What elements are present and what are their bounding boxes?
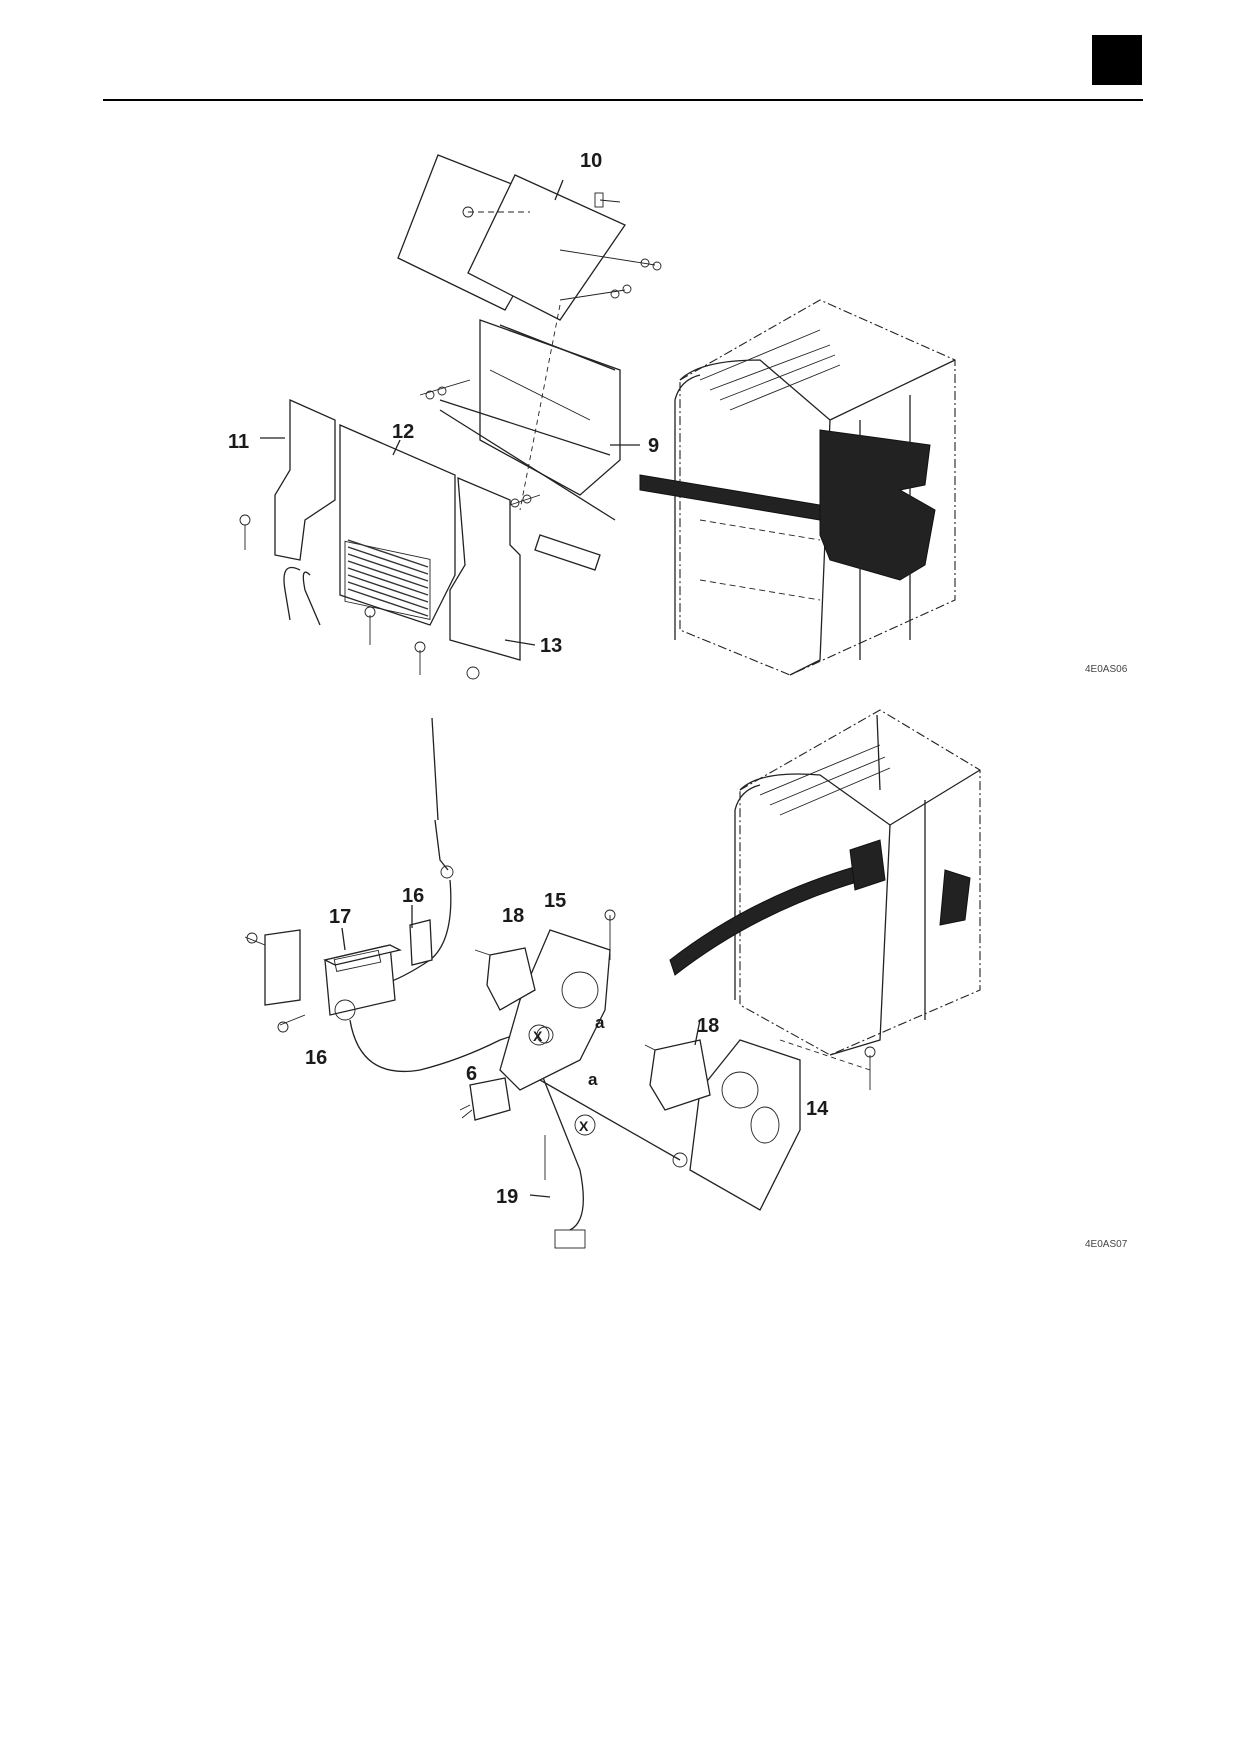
x-marker-circle-2 — [574, 1114, 596, 1136]
cover-plates-part-10 — [397, 154, 662, 321]
label-17: 17 — [329, 906, 351, 928]
label-a-lower: a — [588, 1070, 598, 1089]
label-14: 14 — [806, 1098, 829, 1120]
x-marker-2: X — [579, 1118, 589, 1134]
header-rule — [103, 99, 1143, 101]
diagram-radio-speakers: 17 16 16 18 15 18 14 6 19 a a X X 4E0AS0… — [244, 709, 1128, 1250]
label-6: 6 — [466, 1063, 477, 1085]
label-18-left: 18 — [502, 905, 524, 927]
cab-outline-2 — [669, 709, 981, 1056]
x-marker-1: X — [533, 1028, 543, 1044]
speaker-part-18-a — [474, 947, 536, 1011]
diagram-cab-panels: 10 9 11 12 13 4E0AS06 — [228, 150, 1128, 680]
figure-code-2: 4E0AS07 — [1085, 1239, 1128, 1250]
figure-code-1: 4E0AS06 — [1085, 664, 1128, 675]
box-bracket-part-9 — [419, 304, 640, 571]
cab-outline-1 — [639, 299, 956, 676]
bracket-part-6 — [459, 1077, 511, 1121]
radio-unit-part-17 — [244, 905, 433, 1033]
label-15: 15 — [544, 890, 566, 912]
speaker-bracket-part-14 — [689, 1039, 876, 1211]
cable-harness-part-19 — [349, 1019, 688, 1249]
label-16-bottom: 16 — [305, 1047, 327, 1069]
label-16-top: 16 — [402, 885, 424, 907]
label-9: 9 — [648, 435, 659, 457]
label-18-right: 18 — [697, 1015, 719, 1037]
side-panels-parts-11-12-13 — [239, 398, 536, 680]
label-a-upper: a — [595, 1013, 605, 1032]
label-10: 10 — [580, 150, 602, 172]
label-11: 11 — [228, 431, 249, 453]
label-13: 13 — [540, 635, 562, 657]
label-19: 19 — [496, 1186, 518, 1208]
label-12: 12 — [392, 421, 414, 443]
x-marker-circle-1 — [528, 1024, 550, 1046]
section-tab-marker — [1092, 35, 1142, 85]
speaker-part-18-b — [644, 1019, 711, 1111]
speaker-bracket-part-15 — [499, 909, 616, 1091]
